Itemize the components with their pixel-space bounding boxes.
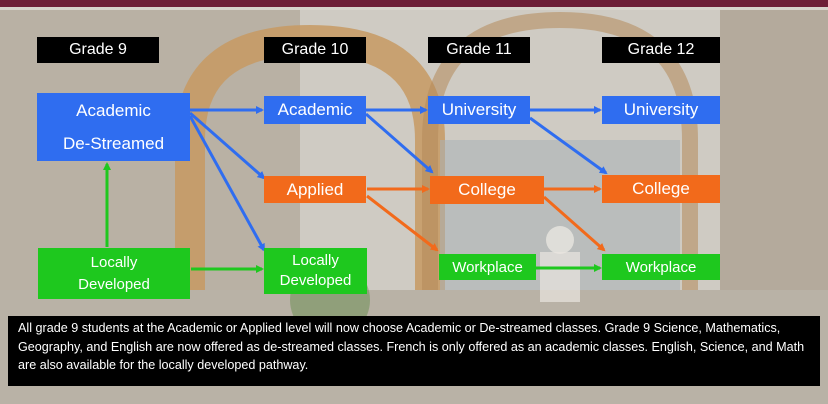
grade9-academic-destreamed-box: Academic De-Streamed (37, 93, 190, 161)
grade12-workplace-box: Workplace (602, 254, 720, 280)
grade11-workplace-box: Workplace (439, 254, 536, 280)
grade12-header: Grade 12 (602, 37, 720, 63)
arrow-g10-academic-to-g11-college (365, 112, 434, 174)
grade10-academic-box: Academic (264, 96, 366, 124)
grade11-header: Grade 11 (428, 37, 530, 63)
grade10-locally-developed-box: Locally Developed (264, 248, 367, 294)
grade11-university-box: University (428, 96, 530, 124)
arrow-g10-applied-to-g11-workplace (366, 194, 439, 252)
arrow-g9-academic-to-g10-local (188, 115, 266, 252)
grade9-header: Grade 9 (37, 37, 159, 63)
grade10-applied-box: Applied (264, 176, 366, 203)
grade12-college-box: College (602, 175, 720, 203)
arrow-g9-academic-to-g10-applied (189, 111, 266, 180)
arrow-g11-college-to-g12-workplace (543, 195, 606, 252)
grade12-university-box: University (602, 96, 720, 124)
pathway-description-caption: All grade 9 students at the Academic or … (8, 316, 820, 386)
arrow-g11-university-to-g12-college (529, 116, 608, 175)
top-accent-bar (0, 0, 828, 7)
grade9-locally-developed-box: Locally Developed (38, 248, 190, 299)
grade11-college-box: College (430, 176, 544, 204)
grade10-header: Grade 10 (264, 37, 366, 63)
